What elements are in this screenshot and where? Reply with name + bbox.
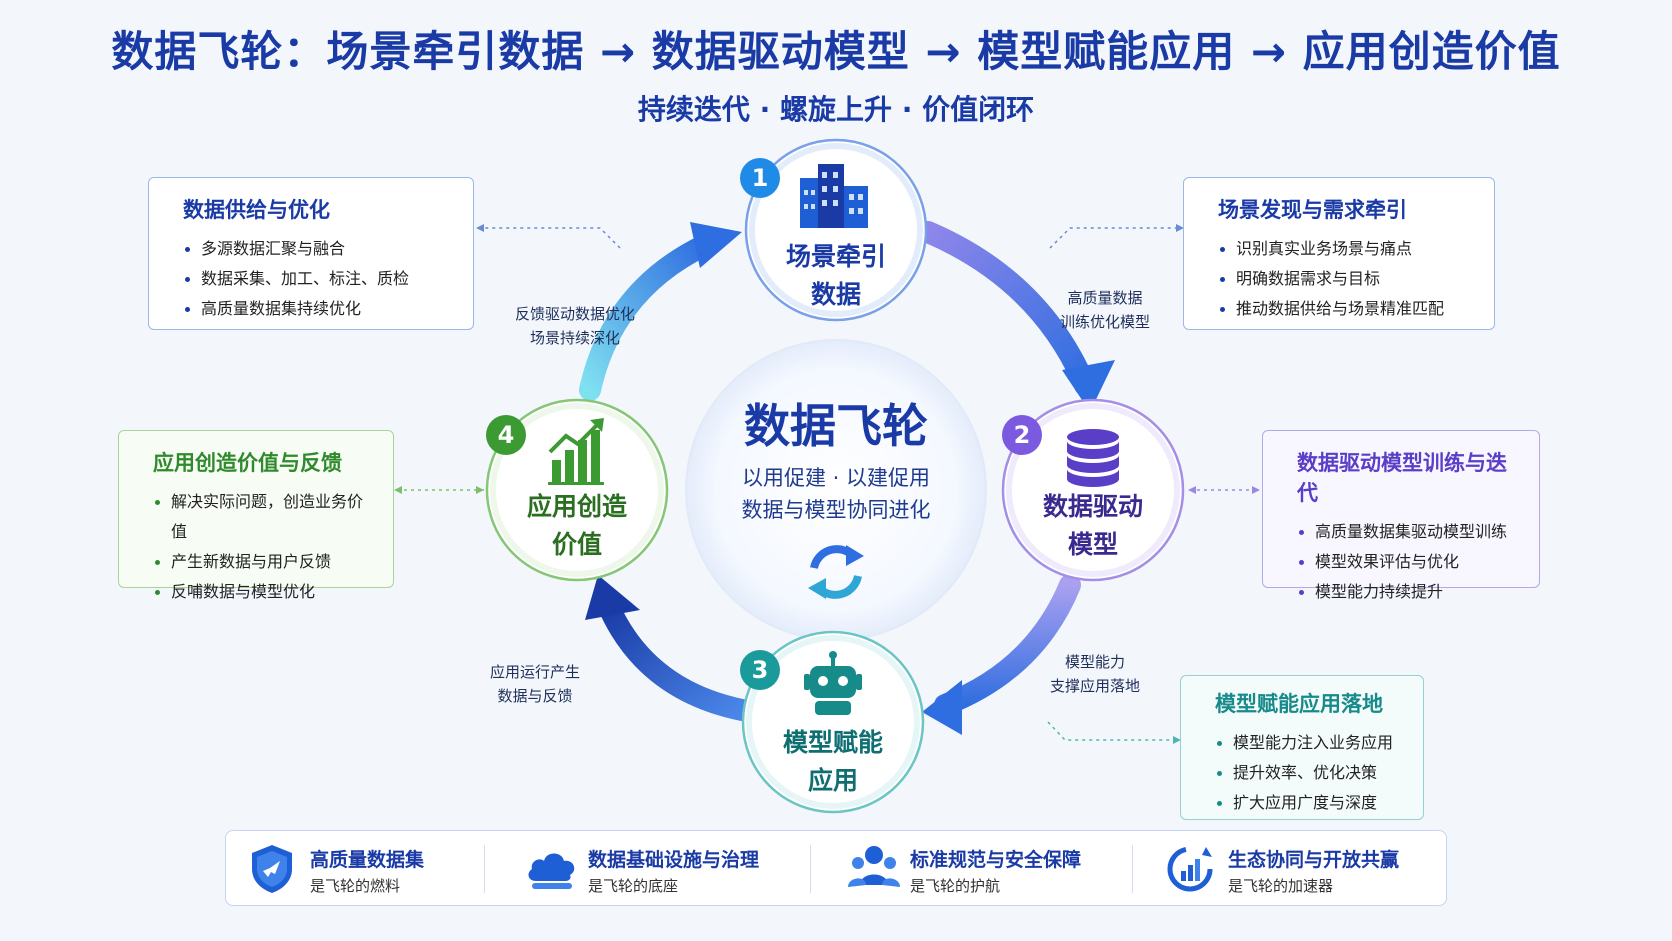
foundation-title: 高质量数据集	[310, 849, 425, 871]
node-4-label: 应用创造 价值	[497, 488, 657, 564]
list-item: 模型能力注入业务应用	[1217, 728, 1405, 758]
foundation-subtitle: 是飞轮的护航	[910, 877, 1001, 895]
center-line-2: 数据与模型协同进化	[741, 498, 931, 522]
node-1-label-line2: 数据	[810, 280, 861, 309]
node-4-label-line1: 应用创造	[526, 492, 627, 521]
flow-label-3-to-4: 应用运行产生 数据与反馈	[470, 660, 600, 708]
refresh-icon	[808, 545, 864, 599]
flow-label-4-to-1: 反馈驱动数据优化 场景持续深化	[495, 302, 655, 350]
node-4	[485, 398, 669, 582]
list-item: 反哺数据与模型优化	[155, 577, 375, 607]
foundation-item-infrastructure: 数据基础设施与治理 是飞轮的底座	[504, 831, 804, 907]
robot-icon	[804, 651, 862, 715]
arrow-2-to-3	[922, 574, 1081, 735]
foundation-title: 数据基础设施与治理	[588, 849, 760, 871]
accelerator-icon	[1167, 846, 1213, 892]
card-application-value: 应用创造价值与反馈 解决实际问题，创造业务价值 产生新数据与用户反馈 反哺数据与…	[118, 430, 394, 601]
list-item: 高质量数据集持续优化	[185, 294, 455, 324]
foundation-item-dataset: 高质量数据集 是飞轮的燃料	[226, 831, 484, 907]
node-3-label-line1: 模型赋能	[782, 728, 883, 757]
divider	[484, 845, 485, 893]
foundation-subtitle: 是飞轮的底座	[588, 877, 679, 895]
node-1-label: 场景牵引 数据	[756, 238, 916, 314]
flow-label-1-to-2: 高质量数据 训练优化模型	[1040, 286, 1170, 334]
flow-label-1-to-2-line2: 训练优化模型	[1059, 313, 1150, 331]
center-subtitle: 以用促建 · 以建促用 数据与模型协同进化	[670, 462, 1002, 526]
node-3	[740, 630, 925, 814]
page-title: 数据飞轮：场景牵引数据 → 数据驱动模型 → 模型赋能应用 → 应用创造价值	[111, 27, 1561, 76]
arrow-4-to-1	[579, 222, 742, 401]
card-model-training-title: 数据驱动模型训练与迭代	[1297, 451, 1507, 505]
node-3-label: 模型赋能 应用	[753, 724, 913, 800]
card-model-training: 数据驱动模型训练与迭代 高质量数据集驱动模型训练 模型效果评估与优化 模型能力持…	[1262, 430, 1540, 601]
node-3-number: 3	[751, 656, 769, 684]
flow-label-3-to-4-line2: 数据与反馈	[497, 687, 573, 705]
growth-chart-icon	[548, 418, 604, 485]
node-1-number: 1	[751, 164, 769, 192]
flow-label-2-to-3: 模型能力 支撑应用落地	[1030, 650, 1160, 698]
connectors	[394, 224, 1260, 744]
card-application-value-title: 应用创造价值与反馈	[153, 451, 342, 475]
foundation-subtitle: 是飞轮的燃料	[310, 877, 401, 895]
node-1-label-line1: 场景牵引	[785, 242, 886, 271]
page-subtitle: 持续迭代 · 螺旋上升 · 价值闭环	[637, 93, 1035, 126]
node-2	[1001, 398, 1185, 582]
card-model-deployment-title: 模型赋能应用落地	[1215, 692, 1383, 716]
list-item: 识别真实业务场景与痛点	[1220, 234, 1476, 264]
node-2-label-line2: 模型	[1067, 530, 1118, 559]
divider	[1132, 845, 1133, 893]
people-icon	[848, 846, 900, 887]
cloud-icon	[528, 853, 575, 889]
list-item: 扩大应用广度与深度	[1217, 788, 1405, 818]
list-item: 提升效率、优化决策	[1217, 758, 1405, 788]
divider	[810, 845, 811, 893]
list-item: 模型效果评估与优化	[1299, 547, 1521, 577]
list-item: 明确数据需求与目标	[1220, 264, 1476, 294]
building-icon	[800, 164, 868, 228]
foundation-item-standards: 标准规范与安全保障 是飞轮的护航	[826, 831, 1136, 907]
card-data-supply: 数据供给与优化 多源数据汇聚与融合 数据采集、加工、标注、质检 高质量数据集持续…	[148, 177, 474, 330]
database-icon	[1067, 429, 1119, 487]
foundation-title: 生态协同与开放共赢	[1228, 849, 1400, 871]
node-4-number: 4	[497, 421, 515, 449]
flow-label-4-to-1-line2: 场景持续深化	[529, 329, 620, 347]
list-item: 解决实际问题，创造业务价值	[155, 487, 375, 547]
list-item: 多源数据汇聚与融合	[185, 234, 455, 264]
node-2-label: 数据驱动 模型	[1013, 488, 1173, 564]
arrow-1-to-2	[917, 221, 1115, 412]
node-1	[740, 138, 928, 322]
flow-label-4-to-1-line1: 反馈驱动数据优化	[514, 305, 635, 323]
card-scenario-discovery: 场景发现与需求牵引 识别真实业务场景与痛点 明确数据需求与目标 推动数据供给与场…	[1183, 177, 1495, 330]
flow-label-3-to-4-line1: 应用运行产生	[489, 663, 580, 681]
flow-label-2-to-3-line1: 模型能力	[1064, 653, 1125, 671]
flow-label-2-to-3-line2: 支撑应用落地	[1049, 677, 1140, 695]
center-title: 数据飞轮	[744, 399, 928, 453]
node-4-label-line2: 价值	[551, 530, 602, 559]
card-model-deployment: 模型赋能应用落地 模型能力注入业务应用 提升效率、优化决策 扩大应用广度与深度	[1180, 675, 1424, 820]
foundation-item-ecosystem: 生态协同与开放共赢 是飞轮的加速器	[1144, 831, 1444, 907]
node-3-label-line2: 应用	[807, 766, 858, 795]
shield-icon	[252, 845, 292, 893]
card-scenario-discovery-title: 场景发现与需求牵引	[1218, 198, 1407, 222]
foundation-bar: 高质量数据集 是飞轮的燃料 数据基础设施与治理 是飞轮的底座 标准规范与安全保障…	[225, 830, 1447, 906]
arrow-3-to-4	[585, 575, 753, 721]
list-item: 产生新数据与用户反馈	[155, 547, 375, 577]
list-item: 推动数据供给与场景精准匹配	[1220, 294, 1476, 324]
center-line-1: 以用促建 · 以建促用	[741, 466, 931, 490]
card-data-supply-title: 数据供给与优化	[183, 198, 330, 222]
list-item: 模型能力持续提升	[1299, 577, 1521, 607]
flow-label-1-to-2-line1: 高质量数据	[1067, 289, 1143, 307]
node-2-number: 2	[1013, 421, 1031, 449]
foundation-title: 标准规范与安全保障	[910, 849, 1082, 871]
list-item: 高质量数据集驱动模型训练	[1299, 517, 1521, 547]
foundation-subtitle: 是飞轮的加速器	[1228, 877, 1334, 895]
list-item: 数据采集、加工、标注、质检	[185, 264, 455, 294]
node-2-label-line1: 数据驱动	[1042, 492, 1143, 521]
